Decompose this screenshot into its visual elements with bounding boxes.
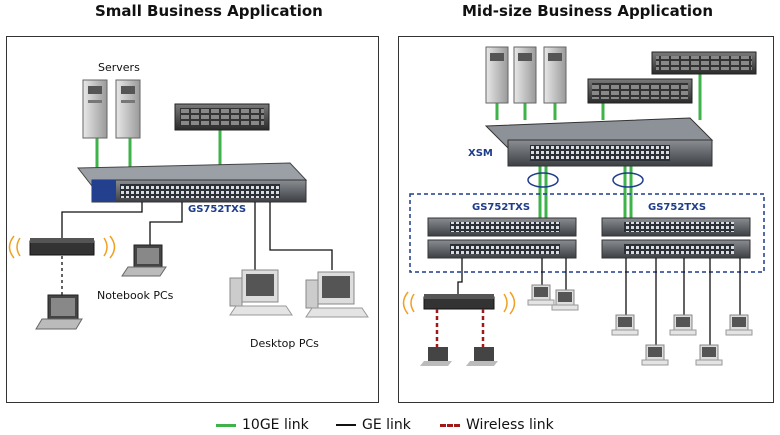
notebook-icon xyxy=(420,347,452,366)
left-ge-links xyxy=(61,202,333,270)
storage-icon xyxy=(651,51,757,75)
notebook-icon xyxy=(121,244,167,277)
desktop-icon xyxy=(527,284,555,306)
left-switch-label: GS752TXS xyxy=(188,204,247,215)
storage-icon xyxy=(174,103,270,131)
server-icon xyxy=(513,46,537,104)
desktop-icon xyxy=(725,314,753,336)
desktop-label: Desktop PCs xyxy=(250,337,319,350)
storage-icon xyxy=(587,78,693,104)
server-icon xyxy=(82,79,108,139)
desktop-icon xyxy=(641,344,669,366)
stack-right-label: GS752TXS xyxy=(648,202,707,213)
stack-switch-icon xyxy=(427,217,577,259)
desktop-icon xyxy=(551,289,579,311)
legend-wireless-label: Wireless link xyxy=(466,417,554,433)
small-business-panel xyxy=(6,36,379,403)
legend-10ge-label: 10GE link xyxy=(242,417,309,433)
server-icon xyxy=(485,46,509,104)
switch-icon xyxy=(76,162,308,203)
desktop-icon xyxy=(305,271,369,318)
legend-10ge-swatch xyxy=(216,423,236,427)
desktop-icon xyxy=(611,314,639,336)
notebook-icon xyxy=(35,294,83,330)
server-icon xyxy=(543,46,567,104)
servers-label: Servers xyxy=(98,61,140,74)
notebook-label: Notebook PCs xyxy=(97,289,174,302)
legend-wireless: Wireless link xyxy=(440,417,554,433)
left-title: Small Business Application xyxy=(95,2,323,20)
lag-ellipse xyxy=(612,172,644,188)
right-title: Mid-size Business Application xyxy=(462,2,714,20)
desktop-icon xyxy=(695,344,723,366)
core-switch-label: XSM xyxy=(468,148,493,159)
legend-ge-swatch xyxy=(336,424,356,426)
right-wireless-links xyxy=(435,309,485,347)
access-point-icon xyxy=(8,235,116,259)
left-10ge-links xyxy=(95,130,222,168)
desktop-icon xyxy=(669,314,697,336)
lag-ellipse xyxy=(527,172,559,188)
notebook-icon xyxy=(466,347,498,366)
right-ge-links xyxy=(457,258,741,345)
access-point-icon xyxy=(402,291,516,315)
core-switch-icon xyxy=(484,117,714,167)
server-icon xyxy=(115,79,141,139)
stack-left-label: GS752TXS xyxy=(472,202,531,213)
legend-10ge: 10GE link xyxy=(216,417,309,433)
desktop-icon xyxy=(229,269,293,316)
stack-switch-icon xyxy=(601,217,751,259)
stack-frame xyxy=(409,193,765,273)
legend-wireless-swatch xyxy=(440,423,460,427)
legend-ge-label: GE link xyxy=(362,417,411,433)
legend-ge: GE link xyxy=(336,417,411,433)
